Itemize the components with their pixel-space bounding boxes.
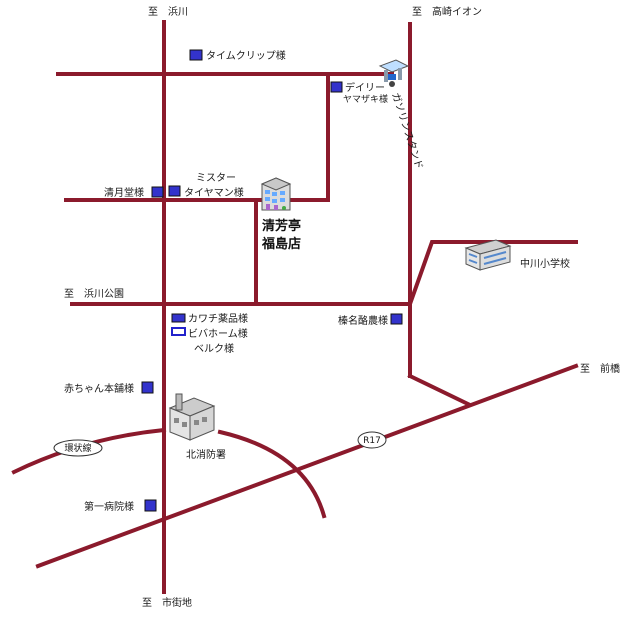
school-building-icon — [464, 239, 512, 271]
marker-time-clip — [189, 49, 203, 61]
fire-station-building-icon — [168, 393, 216, 441]
r17-label: R17 — [363, 436, 381, 446]
r17-sign: R17 — [357, 431, 387, 449]
direction-labels: 至 浜川 至 高崎イオン 至 浜川公園 至 前橋 至 市街地 — [64, 5, 620, 609]
direction-west: 至 浜川公園 — [64, 288, 124, 300]
label-akachan-honpo: 赤ちゃん本舗様 — [64, 382, 134, 395]
marker-kawachi — [171, 313, 186, 323]
marker-daily — [330, 81, 343, 93]
road-kanjo-east — [217, 429, 327, 519]
label-kawachi: カワチ薬品様 — [188, 312, 248, 325]
label-seigetsudo: 清月堂様 — [104, 186, 144, 199]
poi-markers — [141, 49, 403, 512]
label-nakagawa-school: 中川小学校 — [520, 257, 570, 270]
label-daiichi-hospital: 第一病院様 — [84, 500, 134, 513]
venue-building-icon — [260, 177, 292, 211]
marker-daiichi-hospital — [144, 499, 157, 512]
venue-name-line1: 清芳亭 — [262, 218, 301, 234]
label-mister-line2: タイヤマン様 — [184, 186, 244, 199]
roads — [11, 20, 579, 594]
marker-haruna-nokyo — [390, 313, 403, 325]
kanjo-sen-sign: 環状線 — [53, 439, 103, 457]
marker-bibahome — [171, 327, 186, 336]
label-haruna-nokyo: 榛名酪農様 — [338, 314, 388, 327]
direction-north-right: 至 高崎イオン — [412, 5, 482, 18]
label-mister-line1: ミスター — [196, 172, 236, 184]
label-daily-line1: デイリー — [345, 81, 385, 94]
road-r17 — [35, 363, 579, 569]
label-belk: ベルク様 — [194, 342, 234, 355]
venue-name-line2: 福島店 — [261, 236, 301, 252]
direction-north-left: 至 浜川 — [148, 6, 188, 18]
marker-akachan-honpo — [141, 381, 154, 394]
road-school-branch — [407, 240, 578, 307]
marker-seigetsudo — [151, 186, 164, 198]
kanjo-sen-label: 環状線 — [64, 442, 91, 454]
gas-station-icon — [378, 59, 410, 87]
label-gas-station: ガソリンスタンド — [389, 91, 425, 171]
label-daily-line2: ヤマザキ様 — [343, 93, 388, 105]
marker-mister — [168, 185, 181, 197]
direction-south: 至 市街地 — [142, 596, 192, 609]
road-southeast-link — [407, 373, 471, 407]
label-bibahome: ビバホーム様 — [188, 327, 248, 340]
poi-labels: タイムクリップ様 デイリー ヤマザキ様 ガソリンスタンド 清月堂様 ミスター タ… — [64, 49, 570, 513]
label-fire-station: 北消防署 — [186, 448, 226, 461]
label-time-clip: タイムクリップ様 — [206, 49, 286, 62]
direction-east: 至 前橋 — [580, 362, 620, 375]
